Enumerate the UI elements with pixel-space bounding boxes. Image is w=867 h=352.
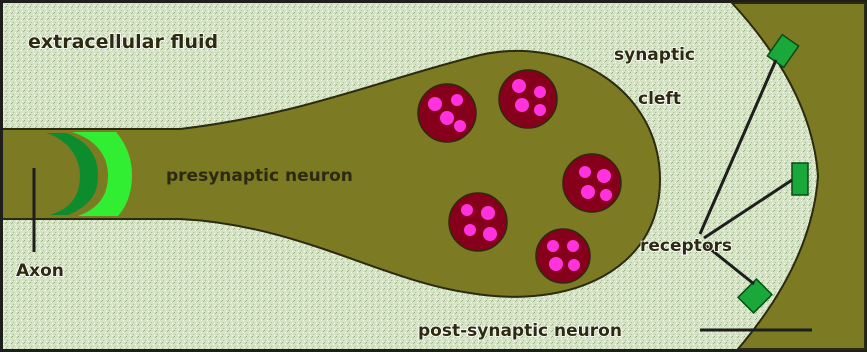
label-synaptic-cleft-line1: synaptic	[614, 45, 695, 65]
neurotransmitter-dot	[454, 120, 466, 132]
label-synaptic-cleft-line2: cleft	[638, 89, 681, 109]
synaptic-vesicle-icon	[563, 154, 621, 212]
neurotransmitter-dot	[581, 185, 595, 199]
neurotransmitter-dot	[428, 97, 442, 111]
neurotransmitter-dot	[464, 224, 476, 236]
neurotransmitter-dot	[534, 86, 546, 98]
neurotransmitter-dot	[549, 257, 563, 271]
label-receptors: receptors	[640, 236, 732, 256]
receptor-icon	[792, 163, 808, 195]
label-extracellular-fluid: extracellular fluid	[28, 31, 218, 53]
synaptic-vesicle-icon	[499, 70, 557, 128]
synaptic-vesicle-icon	[449, 193, 507, 251]
vesicle-2	[499, 70, 557, 128]
neurotransmitter-dot	[440, 111, 454, 125]
vesicle-5	[536, 229, 590, 283]
neurotransmitter-dot	[547, 240, 559, 252]
neurotransmitter-dot	[597, 169, 611, 183]
neurotransmitter-dot	[515, 98, 529, 112]
neurotransmitter-dot	[568, 259, 580, 271]
neurotransmitter-dot	[481, 206, 495, 220]
label-presynaptic-neuron: presynaptic neuron	[166, 166, 353, 186]
label-post-synaptic-neuron: post-synaptic neuron	[418, 321, 622, 341]
vesicle-1	[418, 84, 476, 142]
vesicle-3	[563, 154, 621, 212]
synaptic-vesicle-icon	[536, 229, 590, 283]
neurotransmitter-dot	[567, 240, 579, 252]
neurotransmitter-dot	[534, 104, 546, 116]
vesicle-4	[449, 193, 507, 251]
neurotransmitter-dot	[512, 79, 526, 93]
neurotransmitter-dot	[483, 227, 497, 241]
neurotransmitter-dot	[600, 189, 612, 201]
neurotransmitter-dot	[451, 94, 463, 106]
label-axon: Axon	[16, 261, 64, 281]
neurotransmitter-dot	[579, 166, 591, 178]
neurotransmitter-dot	[461, 204, 473, 216]
